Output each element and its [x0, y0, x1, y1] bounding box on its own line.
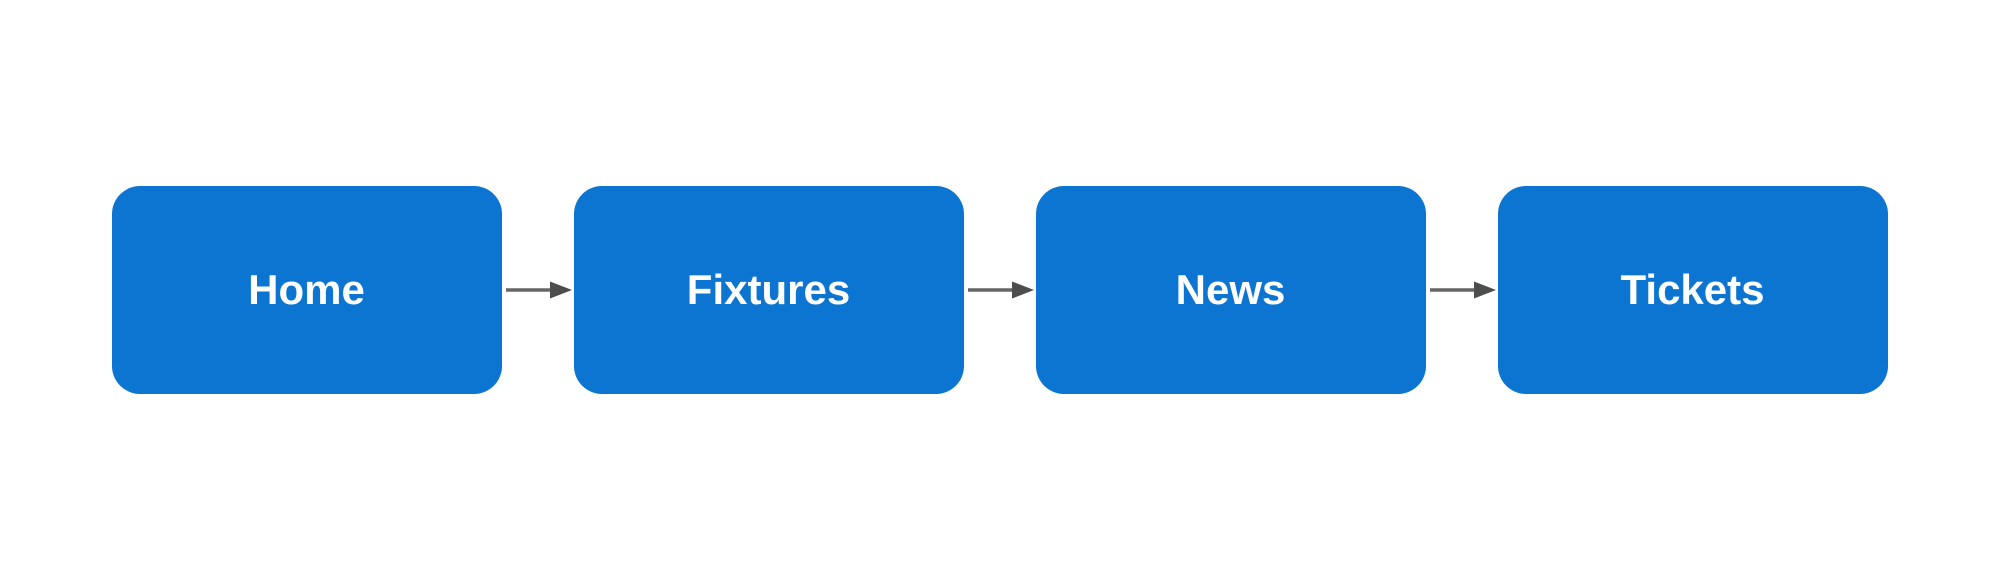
node-home-label: Home: [248, 266, 365, 313]
arrow-right-icon[interactable]: [964, 278, 1036, 302]
flowchart-row: Home Fixtures News Tickets: [111, 186, 1888, 394]
node-tickets-label: Tickets: [1620, 266, 1765, 313]
node-home[interactable]: Home: [111, 186, 502, 394]
node-fixtures-label: Fixtures: [686, 266, 851, 313]
arrow-right-icon[interactable]: [502, 278, 574, 302]
node-news-label: News: [1175, 266, 1286, 313]
node-tickets[interactable]: Tickets: [1497, 186, 1888, 394]
node-news[interactable]: News: [1035, 186, 1426, 394]
node-fixtures[interactable]: Fixtures: [573, 186, 964, 394]
arrow-right-icon[interactable]: [1426, 278, 1498, 302]
